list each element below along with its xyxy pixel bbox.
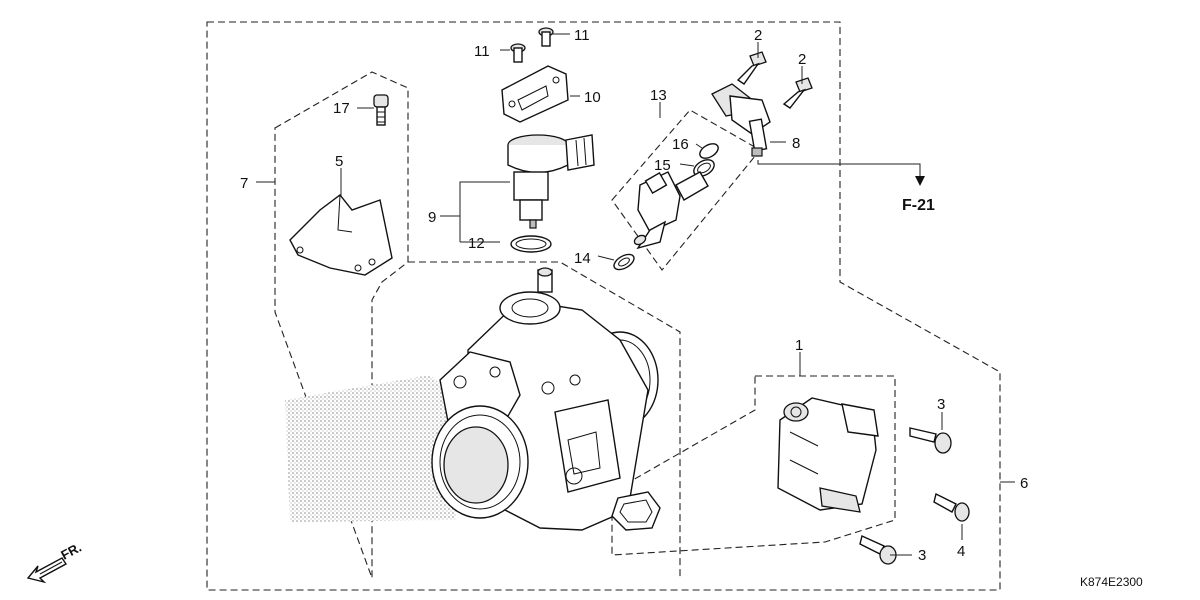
callout-1: 1: [795, 337, 803, 354]
gasket: [611, 491, 661, 531]
part-11-screw-b: [538, 27, 554, 47]
callout-16: 16: [672, 136, 689, 153]
part-4-bolt: [933, 492, 970, 522]
part-10-plate: [501, 65, 569, 123]
part-5-bracket: [289, 194, 393, 276]
throttle-body: [431, 267, 659, 531]
diagram-code: K874E2300: [1080, 575, 1143, 589]
part-11-screw-a: [510, 43, 526, 63]
part-2-bolt-b: [782, 77, 813, 109]
callout-4: 4: [957, 543, 965, 560]
callout-15: 15: [654, 157, 671, 174]
part-16-seal: [699, 143, 719, 159]
front-arrow-icon: [26, 557, 68, 584]
throttle-sensor-group-outline: [611, 375, 896, 556]
callout-2-b: 2: [798, 51, 806, 68]
part-8-sensor: [711, 83, 771, 157]
stipple-shadow: [285, 375, 470, 522]
sensor-bracket-group-outline: [274, 71, 681, 579]
callout-3-b: 3: [918, 547, 926, 564]
callout-14: 14: [574, 250, 591, 267]
callout-12: 12: [468, 235, 485, 252]
part-1-throttle-sensor: [777, 397, 879, 513]
callout-2-a: 2: [754, 27, 762, 44]
part-13-injector: [633, 171, 709, 250]
part-14-seal: [613, 253, 635, 271]
callout-13: 13: [650, 87, 667, 104]
part-9-sensor: [507, 134, 595, 229]
part-2-bolt-a: [736, 51, 767, 85]
part-3-screw-a: [909, 427, 952, 454]
callout-10: 10: [584, 89, 601, 106]
callout-9: 9: [428, 209, 436, 226]
part-3-screw-b: [859, 535, 897, 565]
callout-8: 8: [792, 135, 800, 152]
callout-11-a: 11: [474, 43, 490, 60]
callout-17: 17: [333, 100, 350, 117]
callout-3-a: 3: [937, 396, 945, 413]
page-reference-f21: F-21: [902, 197, 935, 214]
leader-lines: [256, 33, 1015, 556]
callout-6: 6: [1020, 475, 1028, 492]
callout-11-b: 11: [574, 27, 590, 44]
callout-7: 7: [240, 175, 248, 192]
callout-5: 5: [335, 153, 343, 170]
assembly-boundary: [206, 21, 1001, 591]
part-12-o-ring: [510, 235, 552, 253]
part-17-screw: [373, 94, 389, 126]
callouts: 1 2 2 3 3 4 5 6 7 8 9 10 11 11 12 13 14 …: [240, 27, 1028, 564]
